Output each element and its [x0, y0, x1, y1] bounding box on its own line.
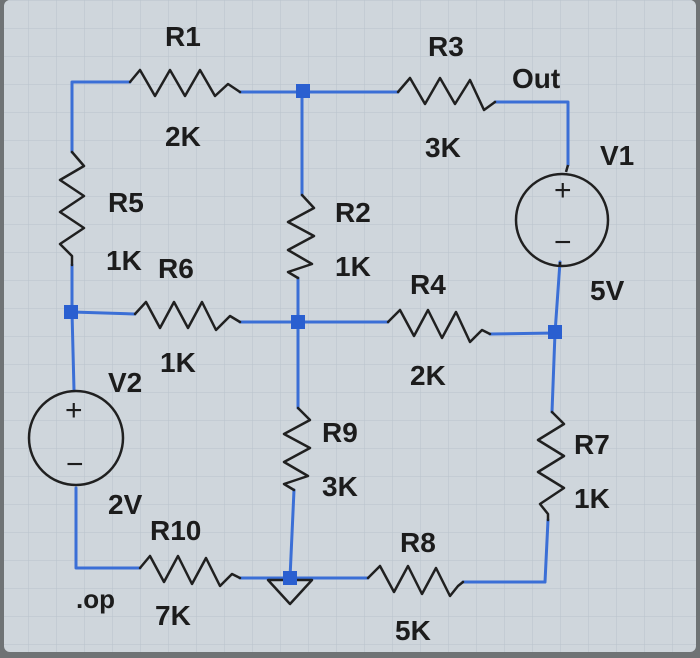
out-net-label: Out	[512, 63, 560, 94]
resistor-r2-symbol[interactable]	[286, 193, 316, 280]
junction-top[interactable]	[296, 84, 310, 98]
r10-name-label: R10	[150, 515, 201, 546]
labels: R1 2K R3 3K Out V1 5V R5 1K R6 1K R2 1K …	[76, 21, 634, 646]
v1-name-label: V1	[600, 140, 634, 171]
r9-value-label: 3K	[322, 471, 358, 502]
resistor-r1-symbol[interactable]	[128, 68, 242, 98]
r4-name-label: R4	[410, 269, 446, 300]
wires	[70, 80, 570, 584]
r1-value-label: 2K	[165, 121, 201, 152]
voltage-source-v2-minus: −	[66, 448, 84, 481]
wire-r4-right[interactable]	[488, 331, 557, 336]
wire-v1-bottom[interactable]	[553, 260, 562, 335]
r5-value-label: 1K	[106, 245, 142, 276]
resistor-r10-symbol[interactable]	[138, 554, 242, 588]
junction-left[interactable]	[64, 305, 78, 319]
r3-value-label: 3K	[425, 132, 461, 163]
r1-name-label: R1	[165, 21, 201, 52]
r8-name-label: R8	[400, 527, 436, 558]
voltage-source-v1-minus: −	[554, 226, 572, 259]
r4-value-label: 2K	[410, 360, 446, 391]
wire-r7-r8[interactable]	[461, 518, 550, 584]
r7-value-label: 1K	[574, 483, 610, 514]
resistor-r8-symbol[interactable]	[366, 564, 465, 598]
r10-value-label: 7K	[155, 600, 191, 631]
op-directive[interactable]: .op	[76, 584, 115, 614]
wire-out[interactable]	[493, 100, 570, 167]
wire-right-r7[interactable]	[550, 331, 557, 414]
junction-ground[interactable]	[283, 571, 297, 585]
voltage-source-v2-plus: +	[65, 394, 83, 427]
r2-value-label: 1K	[335, 251, 371, 282]
r5-name-label: R5	[108, 187, 144, 218]
v1-value-label: 5V	[590, 275, 625, 306]
junction-center[interactable]	[291, 315, 305, 329]
wire-top-left[interactable]	[70, 80, 132, 154]
voltage-source-v2[interactable]: + −	[27, 389, 125, 487]
resistor-r7-symbol[interactable]	[536, 410, 566, 522]
junction-right[interactable]	[548, 325, 562, 339]
resistors	[58, 68, 566, 598]
resistor-r5-symbol[interactable]	[58, 150, 86, 267]
voltage-source-v2-circle[interactable]	[27, 389, 125, 487]
v2-name-label: V2	[108, 367, 142, 398]
v2-value-label: 2V	[108, 489, 143, 520]
r3-name-label: R3	[428, 31, 464, 62]
voltage-source-v1-plus: +	[554, 174, 572, 207]
r8-value-label: 5K	[395, 615, 431, 646]
voltage-source-v1[interactable]: + −	[514, 164, 610, 268]
resistor-r3-symbol[interactable]	[396, 76, 497, 112]
r2-name-label: R2	[335, 197, 371, 228]
voltage-source-v1-circle[interactable]	[514, 172, 610, 268]
wire-left-r6[interactable]	[70, 310, 137, 316]
resistor-r6-symbol[interactable]	[133, 300, 242, 332]
resistor-r4-symbol[interactable]	[386, 308, 492, 344]
r7-name-label: R7	[574, 429, 610, 460]
r6-value-label: 1K	[160, 347, 196, 378]
r9-name-label: R9	[322, 417, 358, 448]
resistor-r9-symbol[interactable]	[282, 406, 312, 492]
wire-left-v2[interactable]	[70, 310, 76, 392]
r6-name-label: R6	[158, 253, 194, 284]
wire-r9-gnd[interactable]	[288, 488, 296, 580]
schematic-grid	[4, 0, 696, 652]
junctions	[64, 84, 562, 585]
wire-v2-r10[interactable]	[74, 486, 142, 570]
